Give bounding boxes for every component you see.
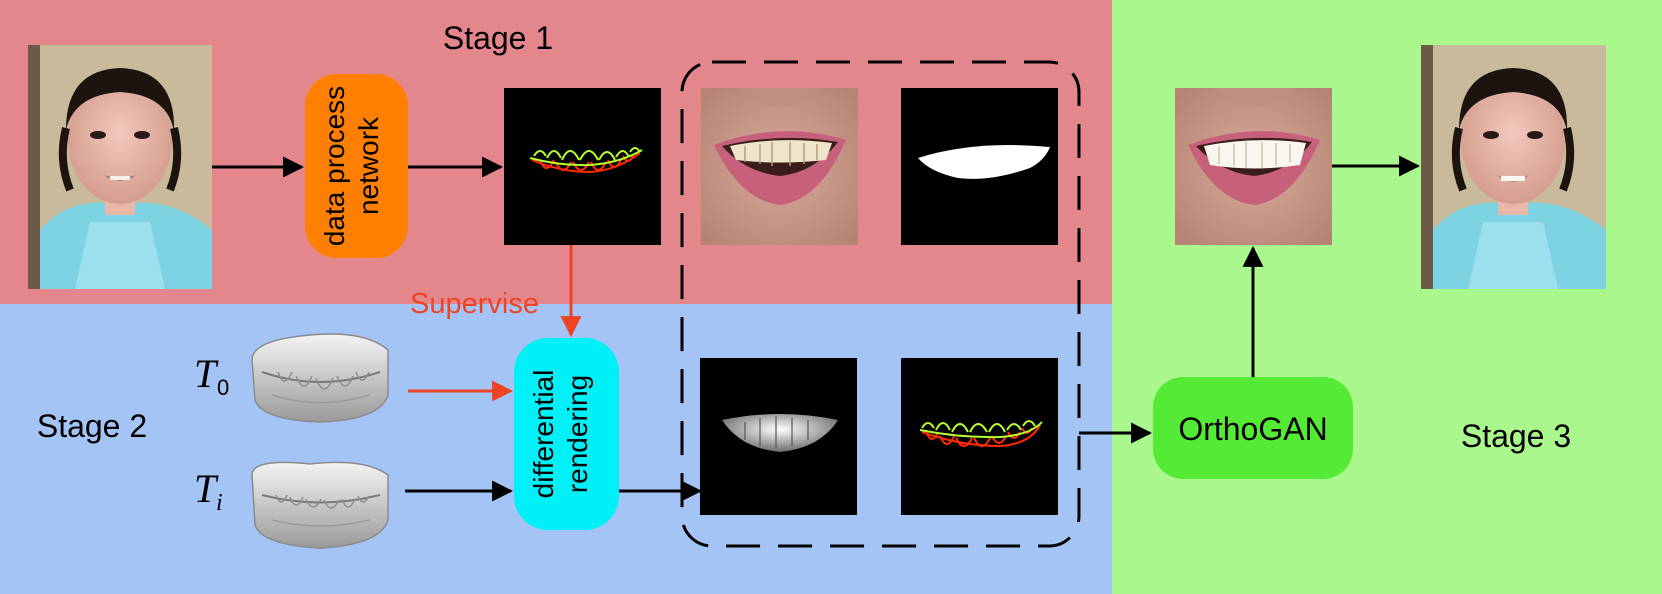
teeth-model-t0 [251, 333, 389, 423]
generated-mouth-photo [1175, 88, 1332, 245]
output-face-photo [1421, 45, 1606, 289]
orthogan-node: OrthoGAN [1153, 377, 1353, 479]
stage3-title: Stage 3 [1461, 418, 1571, 454]
data-process-label-line2: network [353, 116, 384, 215]
differential-label-line1: differential [528, 370, 559, 499]
data-process-network-node: data process network [305, 74, 408, 258]
orthogan-label: OrthoGAN [1178, 411, 1327, 447]
symbol-ti: T i [194, 466, 223, 516]
supervise-label: Supervise [410, 288, 539, 320]
differential-label-line2: rendering [562, 375, 593, 493]
svg-text:0: 0 [217, 375, 229, 400]
teeth-model-ti [251, 461, 389, 549]
rendered-contour-map [901, 358, 1058, 515]
intermediate-outputs-group [680, 60, 1081, 548]
stage1-title: Stage 1 [443, 20, 553, 56]
stage2-title: Stage 2 [37, 408, 147, 444]
differential-rendering-node: differential rendering [514, 338, 619, 530]
mouth-mask [901, 88, 1058, 245]
rendered-teeth-image [700, 358, 857, 515]
svg-text:i: i [216, 490, 223, 516]
mouth-crop-photo [701, 88, 858, 245]
svg-text:T: T [194, 351, 219, 396]
teeth-contour-map [504, 88, 661, 245]
symbol-t0: T 0 [194, 351, 229, 400]
input-face-photo [28, 45, 212, 289]
svg-text:T: T [194, 466, 219, 511]
data-process-label-line1: data process [319, 86, 350, 246]
